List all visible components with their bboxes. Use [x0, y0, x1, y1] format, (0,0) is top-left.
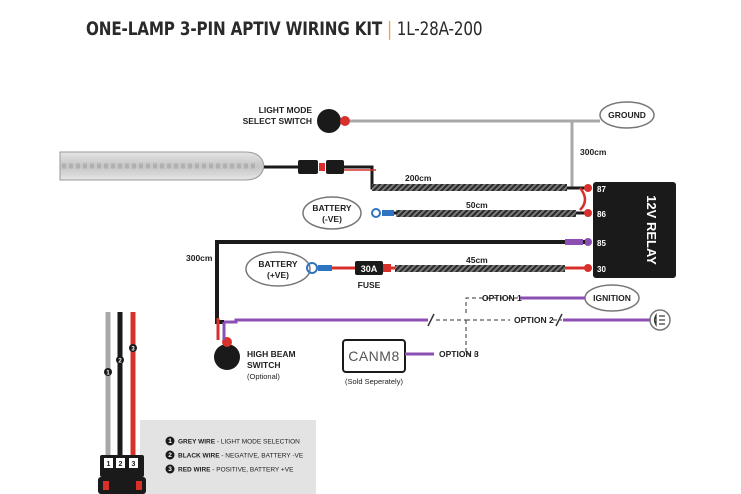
pin-87-terminal — [584, 184, 592, 192]
title-main: ONE-LAMP 3-PIN APTIV WIRING KIT — [86, 18, 383, 40]
legend-name-2: BLACK WIRE — [178, 453, 220, 460]
battery-negative-badge — [302, 196, 362, 230]
length-45: 45cm — [466, 255, 488, 265]
plug-pin-1-box — [104, 458, 113, 468]
legend-row-3: RED WIRE - POSITIVE, BATTERY +VE — [178, 467, 294, 474]
relay-pin-87: 87 — [597, 185, 606, 194]
plug-pin-1: 1 — [107, 461, 111, 468]
switch-indicator — [340, 116, 350, 126]
high-beam-optional: (Optional) — [247, 372, 280, 381]
plug-lock-left — [103, 481, 109, 490]
legend-dot-2 — [165, 450, 175, 460]
relay-pin-86: 86 — [597, 210, 606, 219]
wire-break-2 — [555, 313, 563, 327]
high-beam-label-1: HIGH BEAM — [247, 349, 296, 359]
legend-row-1: GREY WIRE - LIGHT MODE SELECTION — [178, 439, 300, 446]
plug-pin-2-box — [116, 458, 125, 468]
connector-seal — [319, 163, 325, 171]
relay-pin-30: 30 — [597, 265, 606, 274]
plug-pin-3-box — [129, 458, 138, 468]
legend-num-1: 1 — [168, 438, 172, 445]
aptiv-connector-female — [326, 160, 344, 174]
pin-86-terminal — [584, 209, 592, 217]
wire-marker-2-num: 2 — [118, 359, 122, 365]
legend-desc-2: - NEGATIVE, BATTERY -VE — [220, 453, 304, 460]
option-2-label: OPTION 2 — [514, 315, 554, 325]
canm8-sold-separately: (Sold Seperately) — [345, 377, 403, 386]
legend-num-3: 3 — [168, 466, 172, 473]
pin-85-purple-sheath — [565, 239, 583, 245]
legend-desc-1: - LIGHT MODE SELECTION — [215, 439, 300, 446]
option-3-dashed — [465, 320, 478, 355]
battery-negative-label-2: (-VE) — [322, 214, 342, 224]
plug-pin-2: 2 — [119, 461, 123, 468]
fuse-icon — [355, 261, 383, 275]
negative-50cm-sheath — [396, 210, 576, 217]
purple-switch-wire — [224, 318, 428, 324]
aptiv-connector-male — [298, 160, 318, 174]
fuse-cap — [383, 264, 391, 272]
pin-85-terminal — [584, 238, 592, 246]
wire-marker-1 — [104, 368, 112, 376]
wire-marker-3 — [129, 344, 137, 352]
ring-terminal-icon-positive — [306, 262, 318, 274]
wire-marker-3-num: 3 — [131, 347, 135, 353]
ring-terminal-icon — [371, 208, 381, 218]
legend-num-2: 2 — [168, 452, 172, 459]
ignition-label: IGNITION — [593, 293, 631, 303]
fuse-label: FUSE — [358, 280, 381, 290]
battery-positive-badge — [245, 251, 311, 287]
ground-label: GROUND — [608, 110, 646, 120]
legend-name-1: GREY WIRE — [178, 439, 216, 446]
pin-87-86-link — [579, 187, 587, 211]
legend-dot-1 — [165, 436, 175, 446]
page-title: ONE-LAMP 3-PIN APTIV WIRING KIT|1L-28A-2… — [86, 18, 483, 40]
plug-pin-3: 3 — [132, 461, 136, 468]
length-300-left: 300cm — [186, 253, 213, 263]
positive-45cm-sheath — [395, 265, 565, 272]
ground-badge — [599, 101, 655, 129]
light-mode-switch-icon — [317, 109, 341, 133]
canm8-label: CANM8 — [348, 348, 400, 364]
high-beam-switch-icon — [214, 344, 240, 370]
high-beam-label-2: SWITCH — [247, 360, 281, 370]
length-50: 50cm — [466, 200, 488, 210]
length-200: 200cm — [405, 173, 432, 183]
relay-body — [593, 182, 676, 278]
wire-break-1 — [427, 313, 435, 327]
light-bar-icon — [59, 151, 265, 181]
positive-terminal-crimp — [318, 265, 332, 271]
light-mode-label-2: SELECT SWITCH — [243, 116, 312, 126]
title-part-code: 1L-28A-200 — [396, 18, 483, 40]
wire-marker-1-num: 1 — [106, 371, 110, 377]
option-3-label: OPTION 3 — [439, 349, 479, 359]
battery-positive-label-2: (+VE) — [267, 270, 289, 280]
battery-negative-label-1: BATTERY — [312, 203, 352, 213]
plug-lock-right — [136, 481, 142, 490]
legend-desc-3: - POSITIVE, BATTERY +VE — [211, 467, 295, 474]
light-mode-label-1: LIGHT MODE — [259, 105, 313, 115]
aptiv-plug-base — [98, 477, 146, 494]
legend-row-2: BLACK WIRE - NEGATIVE, BATTERY -VE — [178, 453, 304, 460]
harness-200cm-sheath — [372, 184, 567, 191]
legend-name-3: RED WIRE — [178, 467, 211, 474]
blue-terminal-crimp — [382, 210, 394, 216]
relay-label: 12V RELAY — [644, 195, 659, 265]
relay-pin-85: 85 — [597, 239, 606, 248]
title-separator: | — [386, 18, 392, 40]
canm8-module — [342, 339, 406, 373]
legend-dot-3 — [165, 464, 175, 474]
battery-positive-label-1: BATTERY — [258, 259, 298, 269]
pin-30-terminal — [584, 264, 592, 272]
trigger-wire-300cm — [215, 240, 585, 324]
wire-marker-2 — [116, 356, 124, 364]
headlight-icon — [649, 309, 671, 331]
option-1-dashed — [465, 297, 518, 316]
option-1-label: OPTION 1 — [482, 293, 522, 303]
fuse-value: 30A — [361, 264, 378, 274]
length-300-right: 300cm — [580, 147, 607, 157]
